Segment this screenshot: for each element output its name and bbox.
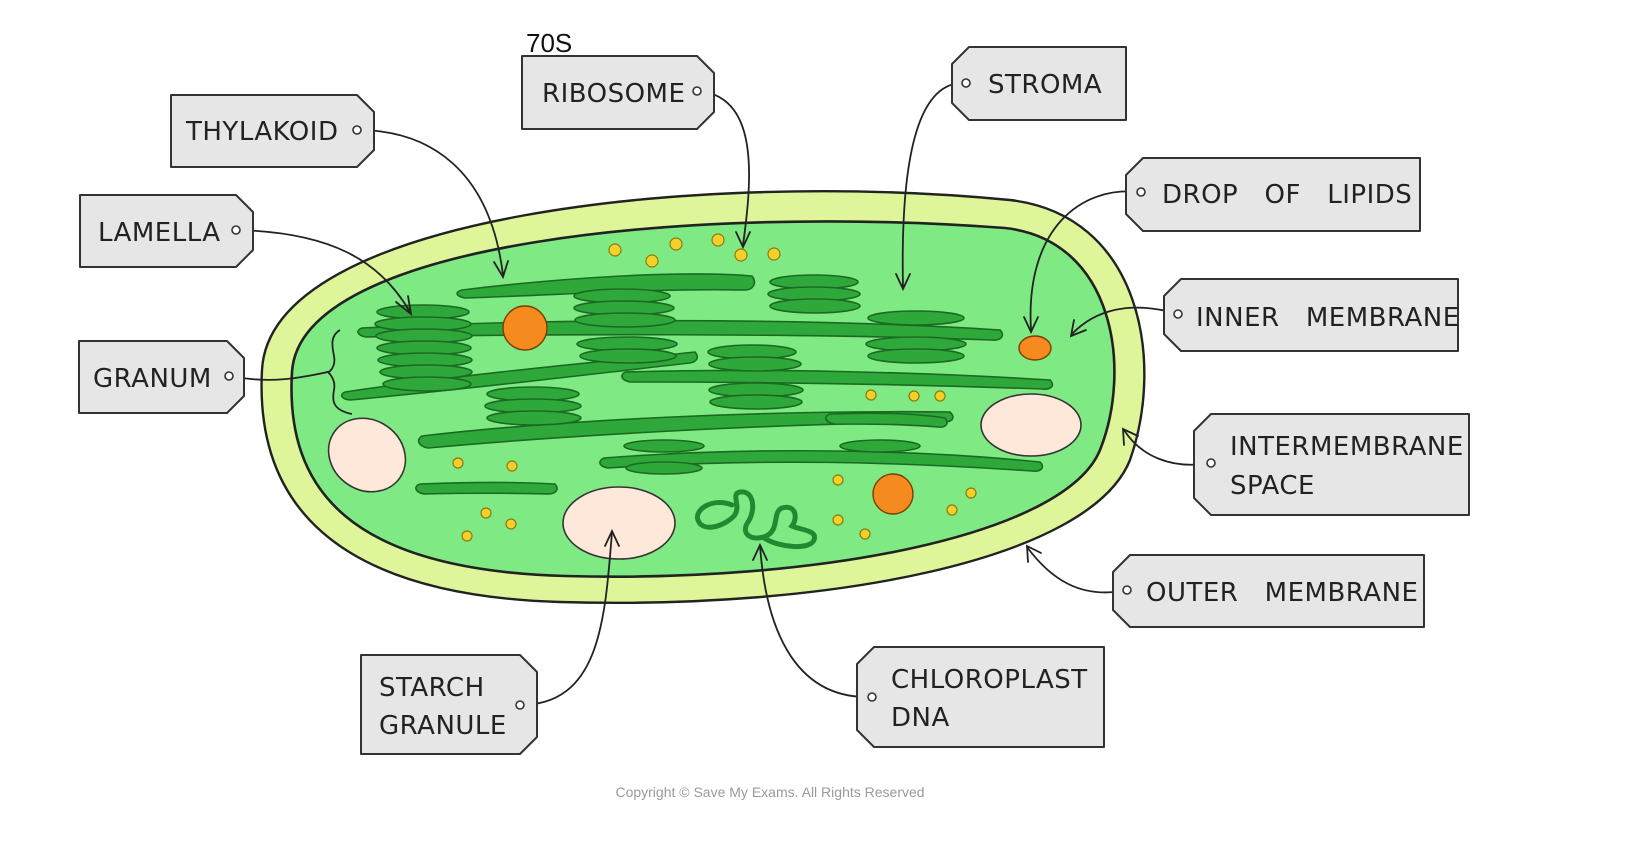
thylakoid-disc <box>709 394 803 410</box>
tag-chloroplast-dna: CHLOROPLAST DNA <box>856 646 1105 748</box>
thylakoid-disc <box>486 410 582 426</box>
label-dna-line2: DNA <box>891 703 950 733</box>
thylakoid-disc <box>382 376 472 392</box>
ribosome-dot <box>452 457 464 469</box>
label-lamella: LAMELLA <box>98 218 221 248</box>
thylakoid-disc <box>574 312 676 328</box>
ribosome-dot <box>645 254 659 268</box>
thylakoid-disc <box>769 298 861 314</box>
ribosome-dot <box>908 390 920 402</box>
ribosome-dot <box>505 518 517 530</box>
lamella-band <box>599 449 1044 472</box>
tag-thylakoid: THYLAKOID <box>170 94 375 168</box>
label-starch-line1: STARCH <box>379 673 485 703</box>
granum-stack-1 <box>374 304 473 392</box>
granum-stack-6 <box>484 386 582 426</box>
starch-granule <box>980 393 1082 457</box>
lipid-droplet <box>1018 335 1052 361</box>
lamellae <box>340 273 1054 495</box>
ribosome-dot <box>711 233 725 247</box>
ribosome-dot <box>506 460 518 472</box>
ribosome-dot <box>480 507 492 519</box>
starch-granule <box>562 486 676 560</box>
lamella-band <box>456 273 756 299</box>
label-intermembrane-line1: INTERMEMBRANE <box>1230 432 1464 462</box>
ribosome-dot <box>669 237 683 251</box>
ribosome-dot <box>859 528 871 540</box>
leader-lines <box>228 82 1212 706</box>
ribosome-dot <box>461 530 473 542</box>
lipid-droplet <box>502 305 548 351</box>
thylakoid-disc <box>625 461 703 475</box>
thylakoid-disc <box>867 348 965 364</box>
thylakoid-disc <box>708 356 802 372</box>
granum-stack-5 <box>707 344 804 410</box>
tag-intermembrane-space: INTERMEMBRANE SPACE <box>1193 413 1470 516</box>
ribosome-dot <box>767 247 781 261</box>
tag-inner-membrane: INNER MEMBRANE <box>1163 278 1460 352</box>
label-intermembrane-line2: SPACE <box>1230 471 1315 501</box>
ribosome-dot <box>965 487 977 499</box>
ribosome-dot <box>832 514 844 526</box>
ribosomes <box>452 233 977 542</box>
ribosome-dot <box>608 243 622 257</box>
lamella-band <box>415 481 558 495</box>
tag-granum: GRANUM <box>78 340 245 414</box>
granum-stack-2 <box>573 288 678 364</box>
label-outer-membrane: OUTER MEMBRANE <box>1146 578 1418 608</box>
ribosome-dot <box>946 504 958 516</box>
lamella-band <box>621 369 1054 390</box>
tag-lamella: LAMELLA <box>79 194 254 268</box>
granum-stack-4 <box>865 310 967 364</box>
label-stroma: STROMA <box>988 70 1102 100</box>
ribosome-dot <box>734 248 748 262</box>
tag-outer-membrane: OUTER MEMBRANE <box>1112 554 1425 628</box>
label-granum: GRANUM <box>93 364 212 394</box>
lamella-band <box>825 412 948 428</box>
ribosome-dot <box>832 474 844 486</box>
label-starch-line2: GRANULE <box>379 711 507 741</box>
ribosome-dot <box>934 390 946 402</box>
lipid-droplets <box>502 305 1052 515</box>
granum-stack-7 <box>623 439 921 475</box>
thylakoid-disc <box>579 348 677 364</box>
starch-granule <box>327 417 407 493</box>
label-dna-line1: CHLOROPLAST <box>891 665 1088 695</box>
thylakoid-disc <box>839 439 921 453</box>
ribosome-size-note: 70S <box>526 28 572 58</box>
tag-drop-of-lipids: DROP OF LIPIDS <box>1125 157 1421 232</box>
thylakoid-disc <box>623 439 705 453</box>
lipid-droplet <box>872 473 914 515</box>
copyright-notice: Copyright © Save My Exams. All Rights Re… <box>615 784 924 800</box>
granum-stack-3 <box>767 274 861 314</box>
tag-starch-granule: STARCH GRANULE <box>360 654 538 755</box>
ribosome-dot <box>865 389 877 401</box>
label-thylakoid: THYLAKOID <box>185 117 338 147</box>
chloroplast-dna <box>695 489 818 549</box>
tag-ribosome: RIBOSOME <box>521 55 715 130</box>
tag-stroma: STROMA <box>951 46 1127 121</box>
thylakoid-disc <box>867 310 965 326</box>
label-drop-of-lipids: DROP OF LIPIDS <box>1162 180 1412 210</box>
label-inner-membrane: INNER MEMBRANE <box>1196 303 1460 333</box>
label-ribosome: RIBOSOME <box>542 79 685 109</box>
starch-granules <box>327 393 1082 560</box>
